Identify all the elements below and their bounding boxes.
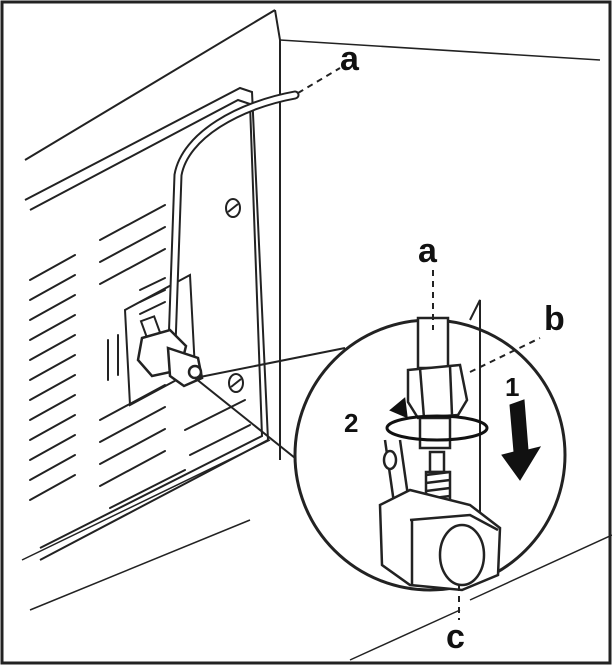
callout-a-nut: a [418,232,438,270]
push-down-arrow-icon [501,399,542,481]
callout-c-fitting: c [446,618,465,656]
small-elbow-fitting [136,328,204,388]
callout-a-hose: a [340,40,360,78]
vent-slots [29,204,251,509]
zoom-connector [194,347,346,471]
leader-lines [297,67,541,620]
gas-hose [167,90,300,350]
step-1-label: 1 [505,372,519,402]
step-2-label: 2 [344,408,358,438]
screw-icon [225,198,244,393]
callout-b-seal: b [544,300,565,338]
magnified-contents [378,299,502,592]
rotate-arrow-icon [385,397,489,442]
